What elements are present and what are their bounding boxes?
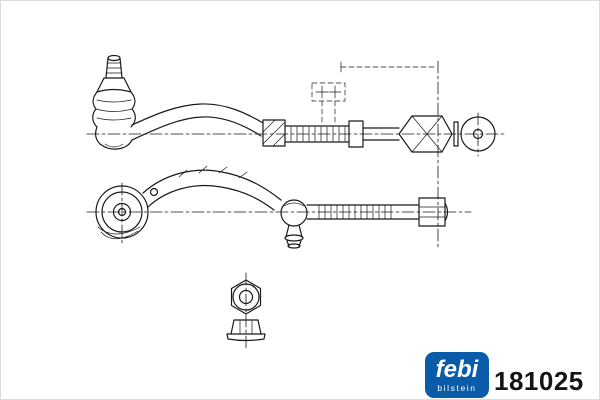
top-assembly-outer-tie-rod <box>92 54 496 153</box>
febi-logo-text: febi <box>435 356 479 384</box>
bottom-assembly-tie-rod-arm <box>95 165 449 249</box>
nut-detail-views <box>226 279 266 342</box>
febi-logo-subtext: bilstein <box>437 383 477 394</box>
dimension-marks <box>311 61 438 126</box>
febi-logo: febi bilstein <box>425 352 489 398</box>
part-number: 181025 <box>494 366 584 396</box>
